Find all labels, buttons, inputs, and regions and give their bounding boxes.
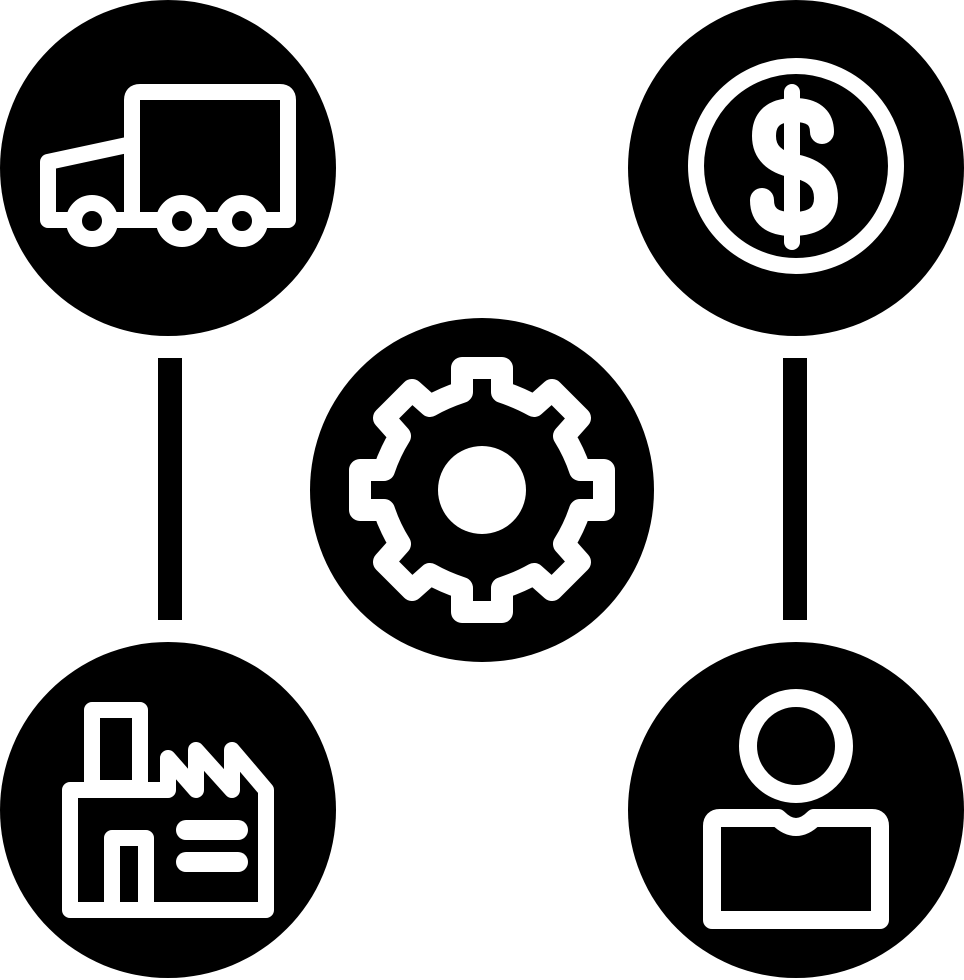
money-badge	[628, 0, 964, 336]
factory-badge	[0, 642, 336, 978]
customer-badge	[628, 642, 964, 978]
gear-icon	[349, 357, 615, 623]
factory-icon	[62, 702, 274, 918]
truck-badge	[0, 0, 336, 336]
user-icon	[703, 689, 889, 929]
gear-badge	[310, 318, 654, 662]
connector-right	[783, 358, 807, 620]
dollar-coin-icon	[688, 58, 904, 274]
truck-icon	[40, 84, 296, 247]
connector-left	[158, 358, 182, 620]
